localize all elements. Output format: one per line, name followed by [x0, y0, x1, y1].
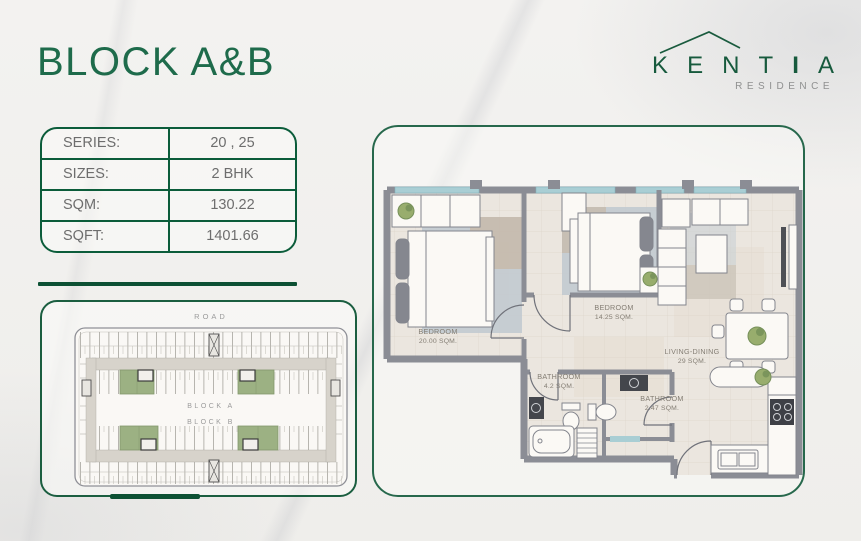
room-label: BATHROOM	[537, 372, 580, 381]
marked-units	[137, 369, 259, 451]
floor-plan-panel: BEDROOM 20.00 SQM. BEDROOM 14.25 SQM. LI…	[372, 125, 805, 497]
kitchen-counter	[709, 366, 797, 476]
block-a-label: BLOCK A	[187, 403, 234, 410]
courtyard	[98, 394, 324, 426]
room-area: 20.00 SQM.	[419, 338, 457, 345]
room-area: 29 SQM.	[678, 358, 706, 365]
room-label: BATHROOM	[640, 394, 683, 403]
room-area: 2.47 SQM.	[645, 405, 679, 412]
spec-label: SERIES:	[42, 129, 170, 158]
spec-table: SERIES: 20 , 25 SIZES: 2 BHK SQM: 130.22…	[40, 127, 297, 253]
brand-subtitle: RESIDENCE	[735, 81, 834, 92]
spec-row-sqft: SQFT: 1401.66	[42, 220, 295, 251]
room-label: BEDROOM	[418, 327, 457, 336]
floor-plan-drawing: BEDROOM 20.00 SQM. BEDROOM 14.25 SQM. LI…	[383, 180, 803, 479]
brand-letter: N	[722, 52, 740, 79]
room-label: BEDROOM	[594, 303, 633, 312]
brand-letter: E	[687, 52, 704, 79]
spec-label: SQFT:	[42, 222, 170, 251]
site-panel-accent	[110, 494, 200, 499]
spec-row-sqm: SQM: 130.22	[42, 189, 295, 220]
spec-value: 20 , 25	[210, 135, 255, 151]
spec-label: SIZES:	[42, 160, 170, 189]
spec-row-series: SERIES: 20 , 25	[42, 129, 295, 158]
bedroom1-furniture	[391, 194, 495, 328]
spec-value: 2 BHK	[211, 166, 254, 182]
green-divider	[38, 282, 297, 286]
brand-letter: A	[817, 52, 834, 79]
doors	[490, 294, 712, 476]
wall-stubs	[470, 180, 752, 189]
living-furniture	[657, 198, 798, 306]
highlighted-units	[119, 369, 279, 451]
spec-value: 130.22	[210, 197, 255, 213]
bathroom2-fixtures	[587, 375, 648, 442]
site-plan-drawing: ROAD	[74, 312, 348, 487]
road-label: ROAD	[194, 312, 228, 321]
spec-row-sizes: SIZES: 2 BHK	[42, 158, 295, 189]
spec-label: SQM:	[42, 191, 170, 220]
room-label: LIVING-DINING	[664, 347, 719, 356]
block-b-label: BLOCK B	[187, 419, 235, 426]
page-title: BLOCK A&B	[37, 40, 276, 84]
spec-value: 1401.66	[206, 228, 259, 244]
site-plan-panel: ROAD	[40, 300, 357, 499]
stair-cores	[81, 333, 341, 483]
brand-letter: I	[792, 52, 799, 79]
logo-roof-icon	[659, 31, 741, 54]
corridors	[85, 357, 337, 463]
room-area: 14.25 SQM.	[595, 314, 633, 321]
brand-logo: K E N T I A RESIDENCE	[652, 28, 834, 92]
room-area: 4.2 SQM.	[544, 383, 574, 390]
bathroom1-fixtures	[528, 397, 598, 459]
plant-icons	[397, 202, 772, 386]
brand-name: K E N T I A	[652, 52, 834, 79]
brand-letter: K	[652, 52, 669, 79]
brand-letter: T	[758, 52, 774, 79]
